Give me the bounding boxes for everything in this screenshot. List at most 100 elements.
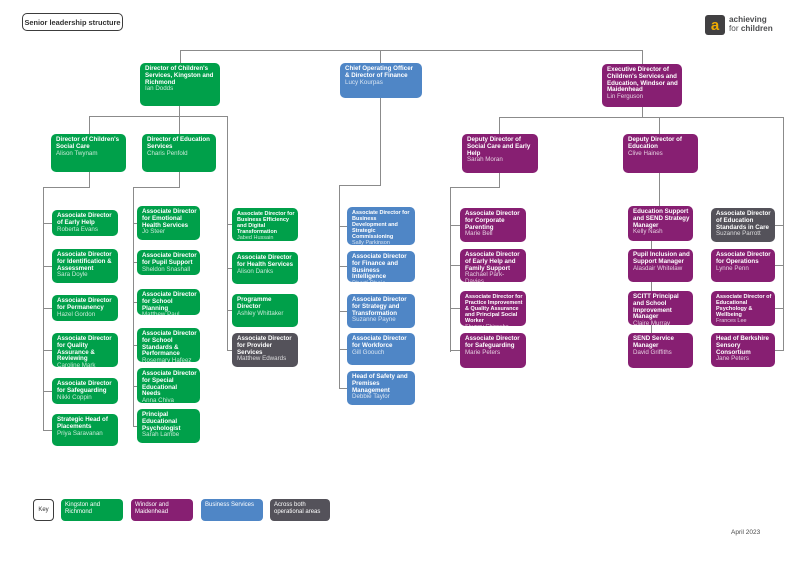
role-title: Associate Director for Identification & … xyxy=(57,251,112,272)
connector-line xyxy=(179,172,180,188)
logo-line2: for children xyxy=(729,24,773,33)
role-title: Director of Education Services xyxy=(147,136,210,150)
connector-line xyxy=(651,241,652,250)
person-name: David Griffiths xyxy=(633,348,672,356)
connector-line xyxy=(43,223,53,224)
connector-line xyxy=(43,308,53,309)
connector-line xyxy=(450,308,461,309)
connector-line xyxy=(651,282,652,291)
person-name: Rosemary Hafeez xyxy=(142,357,192,362)
connector-line xyxy=(133,302,138,303)
person-name: Claire Murray xyxy=(633,320,671,325)
connector-line xyxy=(659,173,660,207)
logo-text: achieving for children xyxy=(729,16,773,33)
connector-line xyxy=(43,266,53,267)
legend-key-box: Key xyxy=(33,499,54,521)
connector-line xyxy=(180,50,181,63)
org-box-c1_4: Associate Director for Quality Assurance… xyxy=(52,333,118,367)
person-name: Ashley Whittaker xyxy=(237,309,284,317)
role-title: Associate Director of Educational Psycho… xyxy=(716,294,772,318)
role-title: Head of Safety and Premises Management xyxy=(352,373,408,394)
person-name: Nikki Coppin xyxy=(57,393,92,401)
person-name: Lynne Penn xyxy=(716,264,749,272)
org-box-ddsc: Deputy Director of Social Care and Early… xyxy=(462,134,538,173)
role-title: Programme Director xyxy=(237,296,272,310)
role-title: Head of Berkshire Sensory Consortium xyxy=(716,335,769,356)
role-title: Associate Director for Operations xyxy=(716,251,771,265)
connector-line xyxy=(339,185,381,186)
org-box-c2_4: Associate Director for School Standards … xyxy=(137,328,200,362)
connector-line xyxy=(227,268,233,269)
person-name: Sarah Moran xyxy=(467,156,503,164)
role-title: Associate Director for Special Education… xyxy=(142,370,197,398)
role-title: Associate Director for Strategy and Tran… xyxy=(352,296,407,317)
role-title: Deputy Director of Social Care and Early… xyxy=(467,136,531,157)
org-box-c6_1: Education Support and SEND Strategy Mana… xyxy=(628,206,693,241)
connector-line xyxy=(339,349,348,350)
org-box-c1_2: Associate Director for Identification & … xyxy=(52,249,118,283)
connector-line xyxy=(89,172,90,188)
org-box-c3_4: Associate Director for Provider Services… xyxy=(232,333,298,367)
person-name: Alison Twynam xyxy=(56,149,98,157)
connector-line xyxy=(775,225,784,226)
role-title: Principal Educational Psychologist xyxy=(142,411,181,432)
connector-line xyxy=(133,345,138,346)
person-name: Priya Saravanan xyxy=(57,429,103,437)
connector-line xyxy=(133,262,138,263)
person-name: Hazel Gordon xyxy=(57,310,96,318)
connector-line xyxy=(89,116,90,134)
connector-line xyxy=(775,308,784,309)
achieving-for-children-logo: a achieving for children xyxy=(705,15,773,35)
person-name: Roberta Evans xyxy=(57,225,98,233)
connector-line xyxy=(339,311,348,312)
role-title: Associate Director of Education Standard… xyxy=(716,210,771,231)
connector-line xyxy=(642,107,643,118)
legend-item-windsor_maidenhead: Windsor and Maidenhead xyxy=(131,499,193,521)
chart-date: April 2023 xyxy=(731,529,761,536)
role-title: Associate Director for Quality Assurance… xyxy=(57,335,112,363)
connector-line xyxy=(43,430,53,431)
person-name: Sara Doyle xyxy=(57,271,88,279)
person-name: Matthew Paul xyxy=(142,311,180,315)
org-box-ed: Executive Director of Children's Service… xyxy=(602,64,682,107)
role-title: Associate Director for Provider Services xyxy=(237,335,292,356)
connector-line xyxy=(43,187,44,431)
connector-line xyxy=(783,117,784,351)
role-title: Chief Operating Officer & Director of Fi… xyxy=(345,65,414,79)
connector-line xyxy=(133,187,134,427)
person-name: Sheldon Snashall xyxy=(142,265,191,273)
person-name: Matthew Edwards xyxy=(237,355,287,363)
connector-line xyxy=(227,224,233,225)
role-title: Deputy Director of Education xyxy=(628,136,682,150)
role-title: Director of Children's Social Care xyxy=(56,136,120,150)
person-name: Shungu Chigocha xyxy=(465,324,523,326)
org-box-c5_3: Associate Director for Practice Improvem… xyxy=(460,291,526,326)
connector-line xyxy=(339,185,340,389)
connector-line xyxy=(450,350,461,351)
connector-line xyxy=(450,187,451,352)
person-name: Clive Haines xyxy=(628,149,663,157)
legend-item-across_both: Across both operational areas xyxy=(270,499,330,521)
connector-line xyxy=(227,116,228,351)
org-box-c4_2: Associate Director for Finance and Busin… xyxy=(347,251,415,282)
role-title: SCITT Principal and School Improvement M… xyxy=(633,293,679,321)
connector-line xyxy=(659,117,660,134)
connector-line xyxy=(133,386,138,387)
org-box-c4_3: Associate Director for Strategy and Tran… xyxy=(347,294,415,328)
org-box-c7_3: Associate Director of Educational Psycho… xyxy=(711,291,775,326)
role-title: Associate Director for Practice Improvem… xyxy=(465,294,523,324)
role-title: Associate Director for School Planning xyxy=(142,291,197,312)
role-title: Strategic Head of Placements xyxy=(57,416,108,430)
role-title: Executive Director of Children's Service… xyxy=(607,66,678,94)
